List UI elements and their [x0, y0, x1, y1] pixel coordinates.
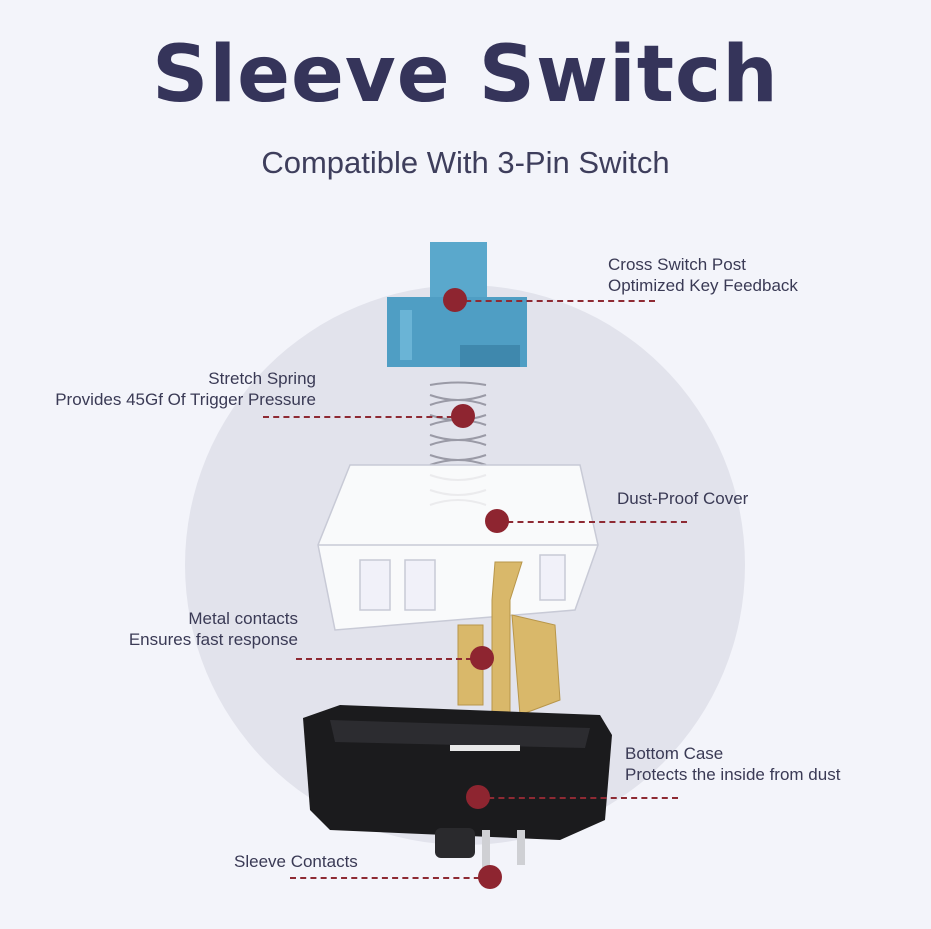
callout-sleeve-contacts: Sleeve Contacts	[234, 851, 358, 872]
callout-line-bottom	[478, 797, 678, 799]
callout-dot-spring	[451, 404, 475, 428]
callout-title: Sleeve Contacts	[234, 852, 358, 871]
callout-desc: Optimized Key Feedback	[608, 276, 798, 295]
callout-metal-contacts: Metal contacts Ensures fast response	[129, 608, 298, 650]
callout-dot-cross-post	[443, 288, 467, 312]
callout-cross-switch-post: Cross Switch Post Optimized Key Feedback	[608, 254, 798, 296]
callout-stretch-spring: Stretch Spring Provides 45Gf Of Trigger …	[55, 368, 316, 410]
callout-desc: Protects the inside from dust	[625, 765, 841, 784]
callout-line-cover	[497, 521, 687, 523]
callout-line-cross-post	[455, 300, 655, 302]
callout-dot-cover	[485, 509, 509, 533]
page-subtitle: Compatible With 3-Pin Switch	[261, 145, 670, 180]
callout-dot-metal	[470, 646, 494, 670]
callout-title: Metal contacts	[188, 609, 298, 628]
dust-proof-cover	[317, 464, 599, 631]
callout-desc: Ensures fast response	[128, 630, 298, 649]
callout-dot-bottom	[466, 785, 490, 809]
callout-dot-sleeve	[478, 865, 502, 889]
callout-title: Dust-Proof Cover	[617, 489, 749, 508]
callout-bottom-case: Bottom Case Protects the inside from dus…	[625, 743, 840, 785]
page-title: Sleeve Switch	[152, 30, 779, 120]
callout-line-metal	[296, 658, 482, 660]
callout-title: Stretch Spring	[208, 369, 316, 388]
callout-title: Cross Switch Post	[608, 255, 746, 274]
callout-title: Bottom Case	[625, 744, 724, 763]
callout-dust-proof-cover: Dust-Proof Cover	[617, 488, 748, 509]
bottom-case	[303, 705, 612, 880]
callout-line-spring	[263, 416, 463, 418]
metal-contacts	[457, 561, 561, 741]
callout-desc: Provides 45Gf Of Trigger Pressure	[55, 390, 316, 409]
callout-line-sleeve	[290, 877, 490, 879]
